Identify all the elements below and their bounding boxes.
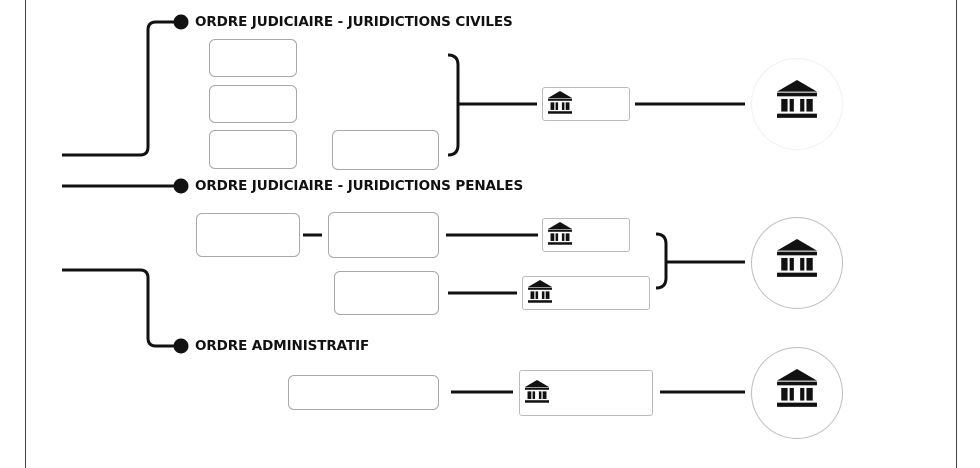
diagram-frame bbox=[25, 0, 957, 468]
penal-court-box-3 bbox=[334, 271, 439, 315]
connector-lines bbox=[62, 14, 745, 394]
courthouse-icon bbox=[776, 80, 818, 120]
section-title-admin: ORDRE ADMINISTRATIF bbox=[195, 338, 370, 354]
penal-bracket bbox=[655, 232, 668, 290]
civil-court-box-4 bbox=[332, 130, 439, 170]
courthouse-icon bbox=[526, 280, 554, 304]
admin-supreme-circle bbox=[751, 347, 843, 439]
civil-court-box-2 bbox=[209, 85, 297, 123]
civil-bracket bbox=[447, 53, 460, 157]
penal-node-dot bbox=[173, 178, 189, 194]
penal-appeal-box-1 bbox=[542, 218, 630, 252]
civil-node-dot bbox=[173, 14, 189, 30]
admin-court-box-1 bbox=[288, 375, 439, 410]
branch-admin-line bbox=[62, 268, 176, 348]
civil-court-box-3 bbox=[209, 130, 297, 169]
branch-civil-line bbox=[62, 20, 176, 157]
courthouse-icon bbox=[776, 369, 818, 409]
courthouse-icon bbox=[546, 222, 574, 246]
courthouse-icon bbox=[523, 380, 551, 404]
penal-supreme-circle bbox=[751, 217, 843, 309]
civil-supreme-circle bbox=[751, 58, 843, 150]
admin-node-dot bbox=[173, 338, 189, 354]
penal-court-box-2 bbox=[328, 212, 439, 258]
admin-appeal-box bbox=[519, 370, 653, 416]
section-title-penal: ORDRE JUDICIAIRE - JURIDICTIONS PENALES bbox=[195, 178, 524, 194]
civil-court-box-1 bbox=[209, 39, 297, 77]
courthouse-icon bbox=[546, 91, 574, 115]
penal-court-box-1 bbox=[196, 213, 300, 257]
courthouse-icon bbox=[776, 239, 818, 279]
civil-appeal-box bbox=[542, 87, 630, 121]
section-title-civil: ORDRE JUDICIAIRE - JURIDICTIONS CIVILES bbox=[195, 14, 513, 30]
penal-appeal-box-2 bbox=[522, 276, 650, 310]
